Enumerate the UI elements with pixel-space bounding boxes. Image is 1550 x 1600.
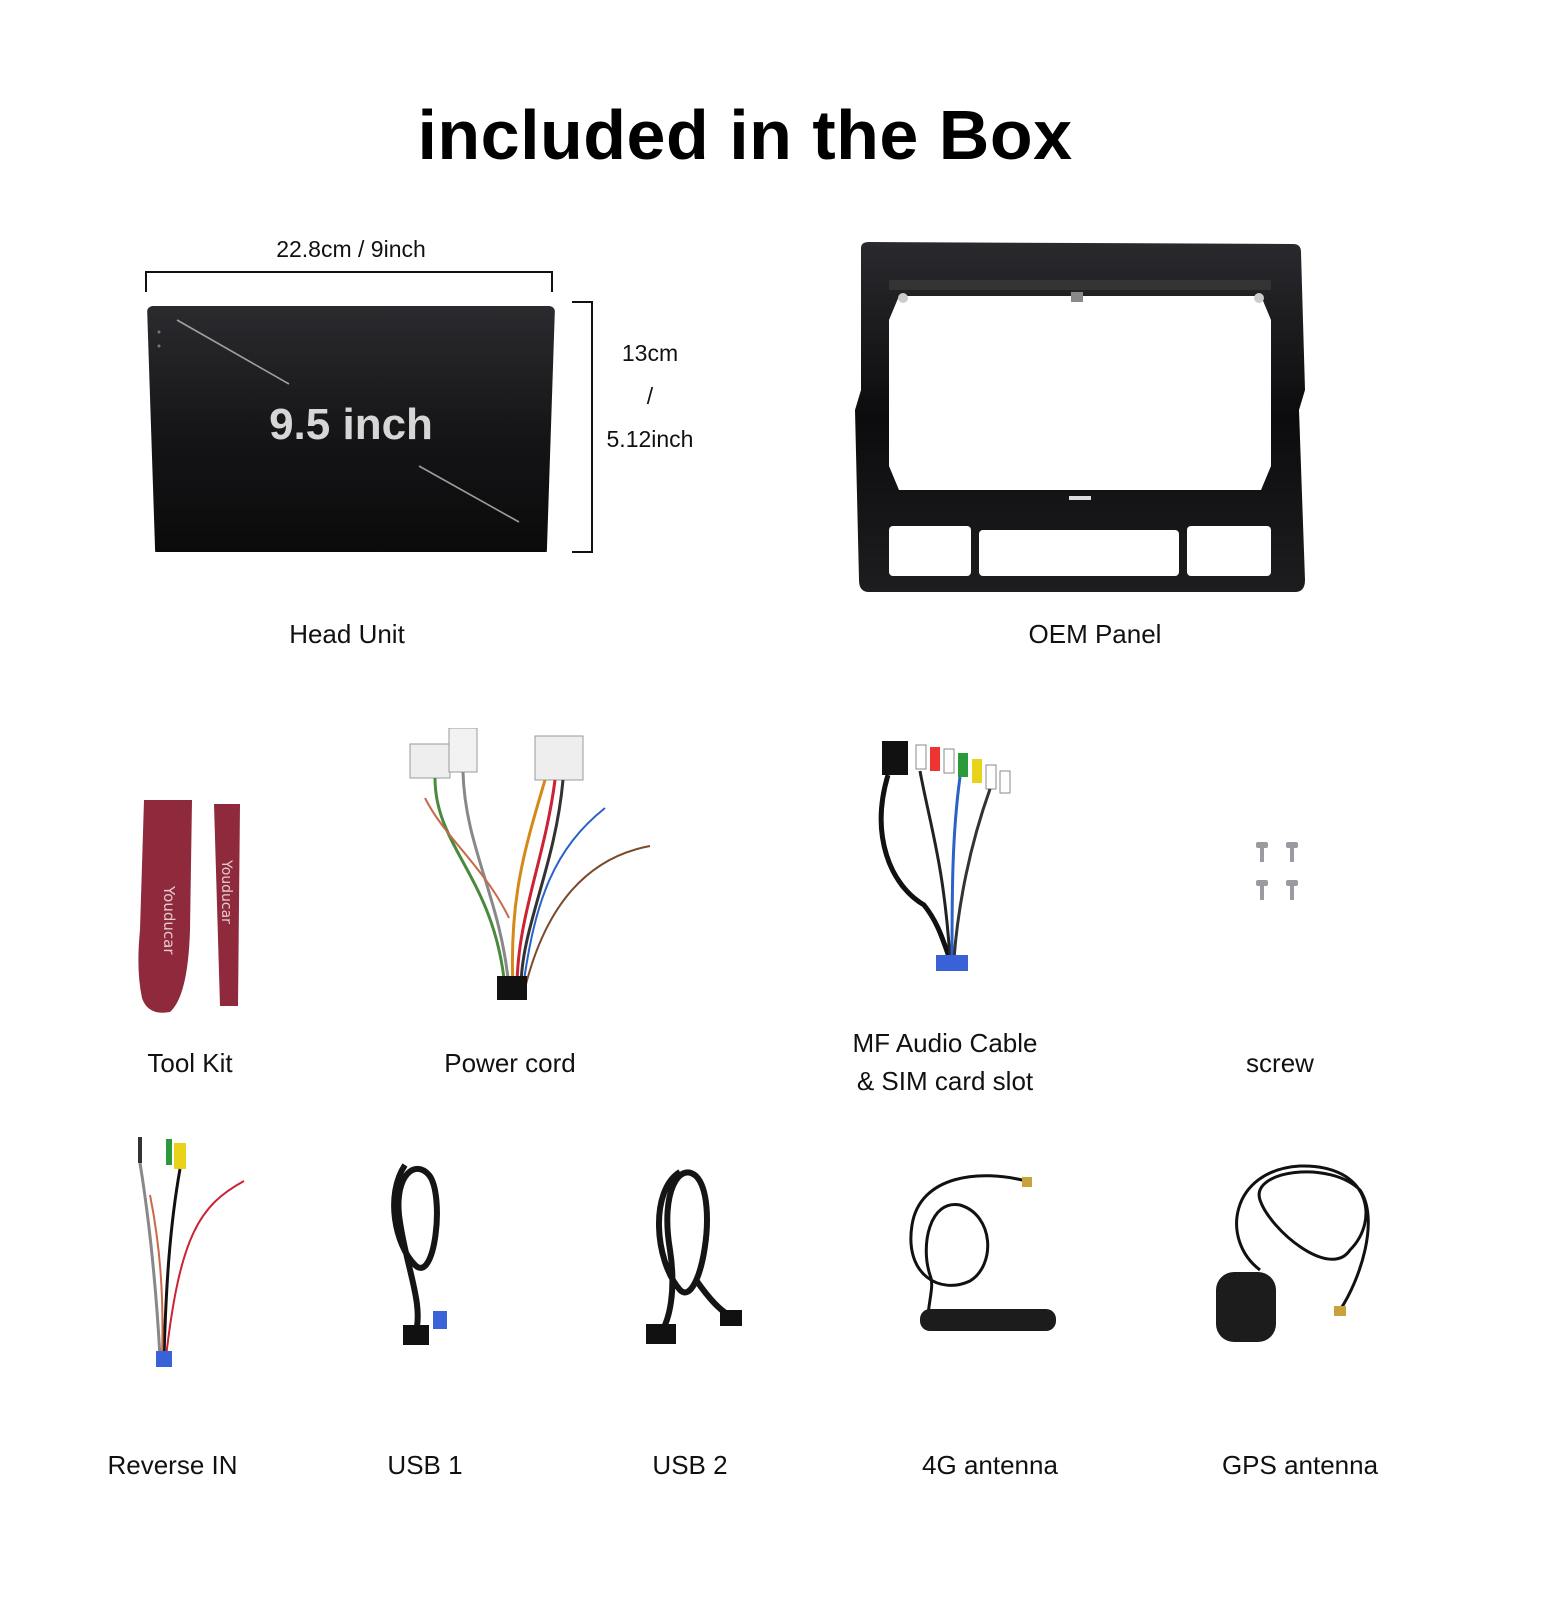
screw-label: screw bbox=[1246, 1048, 1314, 1078]
mf-audio-cable-label-line2: & SIM card slot bbox=[856, 1066, 1034, 1096]
oem-panel-image bbox=[855, 242, 1305, 592]
screw-image bbox=[1256, 842, 1298, 900]
usb-1-image bbox=[391, 1163, 447, 1345]
head-unit-label: Head Unit bbox=[289, 619, 405, 649]
tool-kit-brand-a: Youducar bbox=[160, 885, 178, 955]
head-unit-height-separator: / bbox=[646, 383, 654, 409]
gps-antenna-image bbox=[1216, 1164, 1370, 1342]
head-unit-width-label: 22.8cm / 9inch bbox=[276, 236, 426, 262]
power-cord-label: Power cord bbox=[444, 1048, 576, 1078]
reverse-in-image bbox=[138, 1137, 245, 1367]
screen-size-text: 9.5 inch bbox=[269, 400, 433, 449]
gps-antenna-label: GPS antenna bbox=[1221, 1450, 1379, 1480]
width-dimension-bracket bbox=[145, 271, 553, 292]
tool-kit-brand-b: Youducar bbox=[218, 859, 234, 924]
usb-2-label: USB 2 bbox=[652, 1450, 728, 1480]
tool-kit-label: Tool Kit bbox=[147, 1048, 233, 1078]
power-cord-image bbox=[409, 728, 651, 1000]
head-unit-height-cm: 13cm bbox=[621, 340, 679, 366]
tool-kit-image: Youducar Youducar bbox=[138, 800, 240, 1013]
reverse-in-label: Reverse IN bbox=[107, 1450, 238, 1480]
height-dimension-bracket bbox=[572, 301, 593, 553]
oem-panel-label: OEM Panel bbox=[1028, 619, 1162, 649]
4g-antenna-image bbox=[909, 1174, 1056, 1331]
mf-audio-cable-image bbox=[878, 741, 1011, 971]
head-unit-screen bbox=[147, 306, 555, 552]
mf-audio-cable-label-line1: MF Audio Cable bbox=[852, 1028, 1038, 1058]
usb-1-label: USB 1 bbox=[387, 1450, 463, 1480]
usb-2-image bbox=[646, 1169, 742, 1344]
page-title: included in the Box bbox=[417, 96, 1073, 174]
4g-antenna-label: 4G antenna bbox=[922, 1450, 1058, 1480]
screen-glare-lines bbox=[157, 319, 520, 523]
head-unit-height-inch: 5.12inch bbox=[606, 426, 694, 452]
